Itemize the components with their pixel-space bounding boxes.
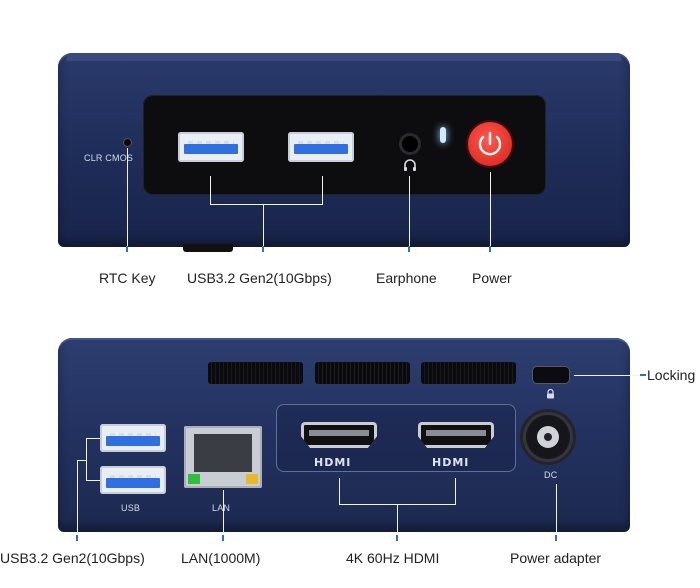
back-usb-callout: USB3.2 Gen2(10Gbps) [0, 550, 145, 566]
clr-cmos-label: CLR CMOS [84, 153, 134, 163]
back-usb-bracket-side [86, 438, 87, 481]
locking-callout: Locking [647, 367, 696, 383]
lan-port [184, 426, 262, 488]
back-usb-leader [77, 460, 78, 540]
hdmi-port-1 [301, 422, 377, 448]
back-usb-bracket-bottom [86, 480, 100, 481]
back-usb-bracket-stem [77, 460, 87, 461]
front-usb-port-2 [288, 132, 354, 162]
usb-port-label: USB [121, 503, 141, 513]
back-usb-bracket-top [86, 438, 100, 439]
power-callout: Power [472, 270, 512, 286]
earphone-jack [402, 136, 418, 152]
clr-cmos-pinhole [124, 139, 131, 146]
hdmi-bracket-left [339, 478, 340, 504]
hdmi-logo-2: HDMI [432, 456, 470, 469]
vent-3 [421, 362, 516, 384]
usb-bracket-bottom [210, 204, 323, 205]
usb-bracket-left [210, 176, 211, 204]
usb-leader [263, 204, 264, 250]
hdmi-bracket-right [455, 478, 456, 504]
hdmi-logo-1: HDMI [314, 456, 352, 469]
front-usb-callout: USB3.2 Gen2(10Gbps) [187, 270, 332, 286]
power-adapter-leader [556, 484, 557, 540]
vent-2 [315, 362, 410, 384]
lan-callout: LAN(1000M) [181, 550, 261, 566]
power-leader [490, 172, 491, 250]
back-usb-port-1 [100, 424, 166, 452]
usb-bracket-right [322, 176, 323, 204]
rtc-key-callout: RTC Key [99, 270, 156, 286]
front-foot [183, 244, 233, 252]
earphone-leader [409, 176, 410, 250]
status-led [440, 127, 446, 143]
front-chassis-top-edge [66, 53, 622, 61]
lock-slot [533, 367, 569, 383]
dc-power-jack [526, 415, 570, 459]
lan-leader [223, 490, 224, 540]
earphone-callout: Earphone [376, 270, 437, 286]
power-adapter-callout: Power adapter [510, 550, 602, 566]
dc-label: DC [544, 470, 558, 480]
vent-1 [208, 362, 303, 384]
power-button [468, 122, 512, 166]
rtc-key-leader [127, 148, 128, 250]
headphone-icon [402, 158, 418, 172]
power-icon [478, 131, 502, 156]
lan-port-label: LAN [212, 503, 231, 513]
hdmi-port-2 [418, 422, 494, 448]
hdmi-leader [397, 504, 398, 540]
front-usb-port-1 [178, 132, 244, 162]
lock-icon [546, 386, 555, 399]
back-usb-port-2 [100, 466, 166, 494]
hdmi-callout: 4K 60Hz HDMI [346, 550, 440, 566]
locking-leader [574, 375, 642, 376]
